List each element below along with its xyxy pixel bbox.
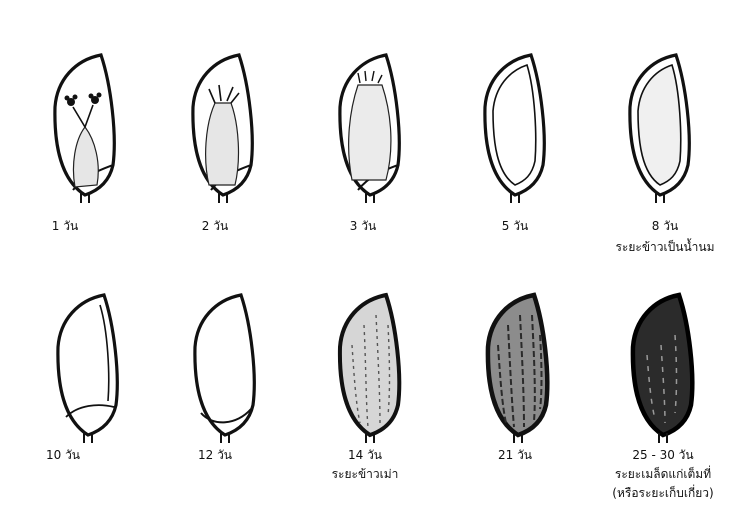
label-day-2: 2 วัน <box>140 218 290 235</box>
stage-name-dough: ระยะข้าวเม่า <box>290 466 440 483</box>
grain-day-10 <box>48 285 128 445</box>
grain-day-8 <box>620 45 700 205</box>
label-day-3: 3 วัน <box>288 218 438 235</box>
label-day-10: 10 วัน <box>0 447 138 464</box>
label-day-5: 5 วัน <box>440 218 590 235</box>
grain-day-3 <box>330 45 410 205</box>
grain-day-14 <box>330 285 410 445</box>
grain-day-21 <box>478 285 558 445</box>
stage-name-harvest: (หรือระยะเก็บเกี่ยว) <box>588 485 738 502</box>
label-day-21: 21 วัน <box>440 447 590 464</box>
label-day-8: 8 วัน ระยะข้าวเป็นน้ำนม <box>590 218 740 256</box>
grain-day-1 <box>45 45 125 205</box>
grain-day-25-30 <box>623 285 703 445</box>
label-day-25-30: 25 - 30 วัน ระยะเมล็ดแก่เต็มที่ (หรือระย… <box>588 447 738 502</box>
label-day-12: 12 วัน <box>140 447 290 464</box>
label-day-14: 14 วัน ระยะข้าวเม่า <box>290 447 440 483</box>
grain-day-5 <box>475 45 555 205</box>
stage-name-milk: ระยะข้าวเป็นน้ำนม <box>590 239 740 256</box>
label-day-1: 1 วัน <box>0 218 140 235</box>
grain-day-2 <box>183 45 263 205</box>
stage-name-mature: ระยะเมล็ดแก่เต็มที่ <box>588 466 738 483</box>
grain-day-12 <box>185 285 265 445</box>
